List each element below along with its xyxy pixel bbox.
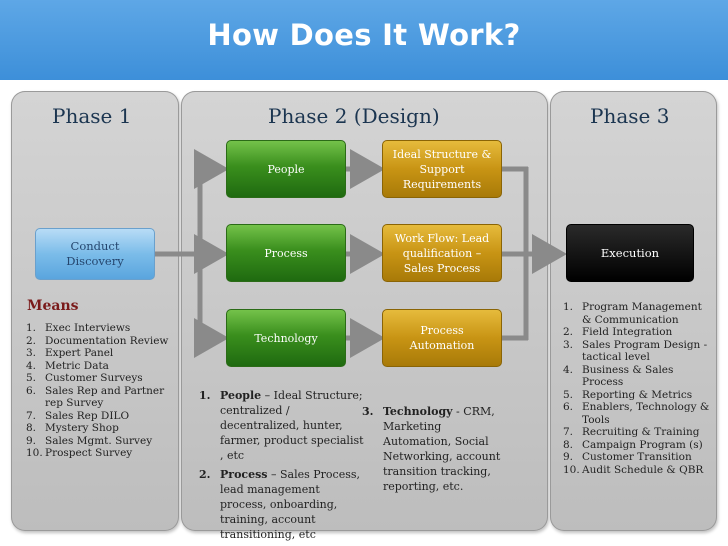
execution-item: 7. Recruiting & Training [563, 426, 713, 439]
execution-item: 8. Campaign Program (s) [563, 439, 713, 452]
list-number: 6. [563, 401, 574, 413]
means-item: 10.Prospect Survey [26, 447, 176, 460]
phase2-notes-left: 1. People – Ideal Structure; centralized … [199, 388, 367, 546]
execution-list: 1. Program Management & Communication 2. Fi… [563, 301, 713, 476]
means-item: 9. Sales Mgmt. Survey [26, 435, 176, 448]
phase3-heading: Phase 3 [590, 104, 670, 128]
means-item: 6. Sales Rep and Partner rep Survey [26, 385, 176, 410]
list-text: Prospect Survey [45, 447, 133, 459]
phase3-panel [550, 91, 717, 531]
note-text: – Ideal Structure; centralized / decentr… [220, 389, 364, 462]
list-number: 10. [563, 463, 580, 476]
list-number: 2. [26, 334, 37, 347]
list-text: Sales Rep DILO [45, 409, 130, 422]
execution-item: 1. Program Management & Communication [563, 301, 713, 326]
phase2-note: 1. People – Ideal Structure; centralized … [199, 388, 367, 463]
list-text: Sales Program Design - tactical level [582, 338, 708, 364]
list-number: 5. [26, 372, 37, 384]
list-text: Metric Data [45, 359, 109, 372]
list-text: Sales Mgmt. Survey [45, 434, 153, 447]
people-box: People [226, 140, 346, 198]
phase2-heading: Phase 2 (Design) [268, 104, 440, 128]
process-automation-box: Process Automation [382, 309, 502, 367]
means-item: 1. Exec Interviews [26, 322, 176, 335]
phase1-heading: Phase 1 [52, 104, 132, 128]
list-number: 3. [26, 347, 37, 359]
execution-item: 2. Field Integration [563, 326, 713, 339]
means-item: 4. Metric Data [26, 360, 176, 373]
note-heading: Process [220, 468, 268, 481]
list-number: 1. [199, 389, 211, 402]
list-number: 3. [563, 338, 574, 351]
list-number: 7. [26, 409, 37, 422]
list-number: 10. [26, 447, 43, 459]
list-number: 7. [563, 426, 574, 438]
list-text: Mystery Shop [45, 422, 119, 434]
list-text: Recruiting & Training [582, 426, 700, 438]
means-item: 2. Documentation Review [26, 335, 176, 348]
list-text: Audit Schedule & QBR [582, 463, 704, 476]
execution-item: 5. Reporting & Metrics [563, 389, 713, 402]
list-text: Customer Surveys [45, 372, 143, 384]
list-text: Sales Rep and Partner rep Survey [45, 384, 165, 410]
list-text: Campaign Program (s) [582, 438, 703, 451]
phase2-note: 3. Technology - CRM, Marketing Automation… [362, 404, 512, 494]
list-number: 1. [26, 322, 37, 334]
list-number: 4. [563, 363, 574, 376]
list-number: 9. [563, 451, 574, 463]
phase2-notes-right: 3. Technology - CRM, Marketing Automation… [362, 404, 512, 498]
list-text: Enablers, Technology & Tools [582, 401, 710, 426]
means-item: 3. Expert Panel [26, 347, 176, 360]
note-text: - CRM, Marketing Automation, Social Netw… [383, 405, 501, 493]
means-item: 7. Sales Rep DILO [26, 410, 176, 423]
ideal-structure-box: Ideal Structure & Support Requirements [382, 140, 502, 198]
list-number: 4. [26, 359, 37, 372]
conduct-discovery-box: Conduct Discovery [35, 228, 155, 280]
list-text: Documentation Review [45, 334, 169, 347]
note-text: – Sales Process, lead management process… [220, 468, 360, 541]
list-text: Expert Panel [45, 347, 114, 359]
phase2-note: 2. Process – Sales Process, lead manageme… [199, 467, 367, 542]
list-number: 5. [563, 388, 574, 401]
list-number: 8. [563, 438, 574, 451]
means-item: 5. Customer Surveys [26, 372, 176, 385]
list-text: Business & Sales Process [582, 363, 674, 389]
means-item: 8. Mystery Shop [26, 422, 176, 435]
execution-item: 10.Audit Schedule & QBR [563, 464, 713, 477]
list-text: Reporting & Metrics [582, 388, 693, 401]
note-heading: Technology [383, 405, 453, 418]
list-text: Exec Interviews [45, 322, 131, 334]
list-text: Field Integration [582, 326, 673, 338]
execution-item: 3. Sales Program Design - tactical level [563, 339, 713, 364]
list-number: 1. [563, 301, 574, 313]
execution-item: 4. Business & Sales Process [563, 364, 713, 389]
list-text: Program Management & Communication [582, 301, 702, 326]
page-title: How Does It Work? [207, 18, 521, 52]
execution-item: 9. Customer Transition [563, 451, 713, 464]
note-heading: People [220, 389, 262, 402]
list-number: 6. [26, 384, 37, 397]
process-box: Process [226, 224, 346, 282]
list-number: 8. [26, 422, 37, 434]
phase1-panel [11, 91, 179, 531]
list-text: Customer Transition [582, 451, 692, 463]
execution-box: Execution [566, 224, 694, 282]
list-number: 3. [362, 405, 374, 418]
technology-box: Technology [226, 309, 346, 367]
means-heading: Means [27, 298, 79, 314]
list-number: 9. [26, 434, 37, 447]
execution-item: 6. Enablers, Technology & Tools [563, 401, 713, 426]
title-banner [0, 0, 728, 80]
list-number: 2. [563, 326, 574, 338]
list-number: 2. [199, 468, 211, 481]
work-flow-box: Work Flow: Lead qualification – Sales Pr… [382, 224, 502, 282]
